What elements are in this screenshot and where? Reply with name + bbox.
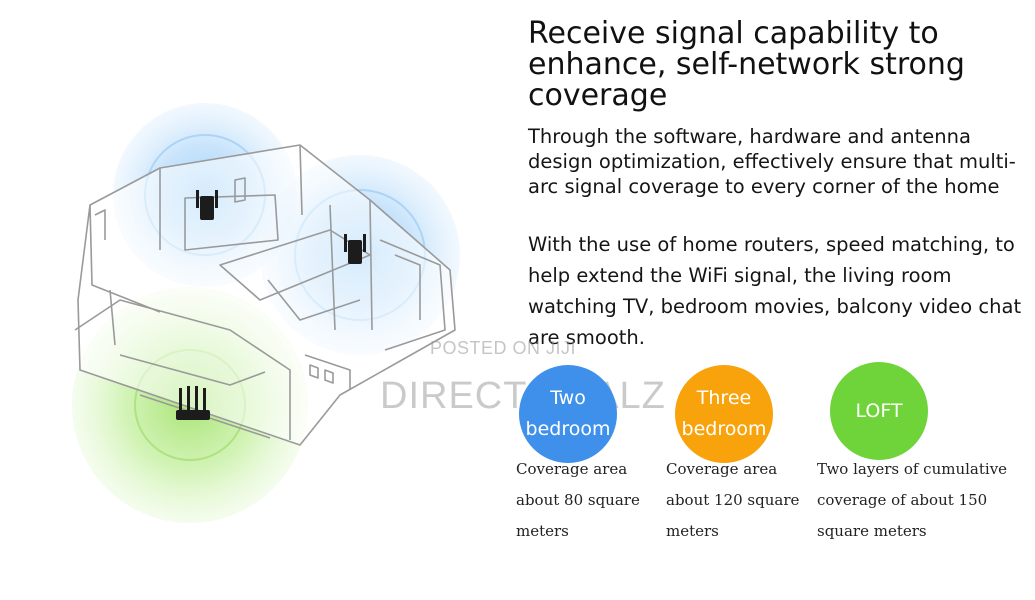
house-outline <box>74 144 456 446</box>
badge-title-line2: bedroom <box>681 418 767 440</box>
headline: Receive signal capability to enhance, se… <box>528 16 965 113</box>
badge-title-line1: Two <box>550 387 586 409</box>
badge-two-bedroom: Two bedroom <box>519 365 617 463</box>
range-extender-icon <box>344 234 366 264</box>
caption-two-bedroom: Coverage area about 80 square meters <box>516 460 640 540</box>
badge-title-line1: Three <box>696 387 752 409</box>
badge-three-bedroom: Three bedroom <box>675 365 773 463</box>
paragraph-home-routers: With the use of home routers, speed matc… <box>528 233 1022 349</box>
badge-loft: LOFT <box>830 362 928 460</box>
paragraph-software-optimization: Through the software, hardware and anten… <box>528 125 1016 198</box>
caption-loft: Two layers of cumulative coverage of abo… <box>817 460 1008 540</box>
badge-title-line1: LOFT <box>855 399 903 422</box>
router-icon <box>176 386 210 420</box>
watermark-posted-on: POSTED ON JIJI <box>430 338 577 358</box>
caption-three-bedroom: Coverage area about 120 square meters <box>666 460 800 540</box>
range-extender-icon <box>196 190 218 220</box>
badge-title-line2: bedroom <box>525 418 611 440</box>
house-floorplan-illustration <box>72 103 460 523</box>
